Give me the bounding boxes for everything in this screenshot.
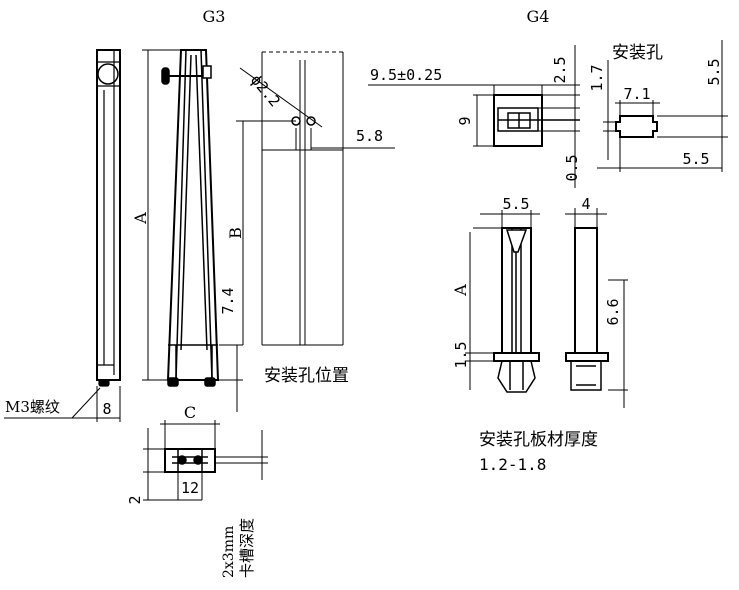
g4-hole-label: 安装孔: [612, 43, 663, 63]
g4-dim-0-5: 0.5: [563, 154, 581, 181]
g3-dim-5-8: 5.8: [356, 127, 383, 145]
g4-dim-7-1: 7.1: [623, 85, 650, 103]
g4-dim-a: A: [451, 284, 470, 297]
g3-dim-12: 12: [181, 479, 199, 497]
g4-dim-9: 9: [456, 116, 474, 125]
g3-slot-label-2: 卡槽深度: [238, 518, 256, 578]
g4-title: G4: [527, 7, 550, 26]
g3-dim-2: 2: [126, 495, 144, 504]
g3-dim-a-lines: [142, 49, 180, 381]
g4-mounting-hole: [615, 115, 658, 138]
g3-title: G3: [203, 7, 226, 26]
g3-hole-position-label: 安装孔位置: [264, 366, 349, 386]
g3-bottom-dims: [143, 420, 268, 501]
g3-dim-a: A: [131, 212, 150, 225]
g3-dim-b-lines: [219, 120, 296, 412]
g3-side-view: [96, 49, 121, 387]
g4-thickness-value: 1.2-1.8: [479, 455, 546, 474]
g3-dim-8-lines: [4, 386, 121, 422]
g3-dim-c: C: [184, 403, 196, 422]
g4-front-dims: [465, 210, 540, 390]
g4-dim-9-5: 9.5±0.25: [370, 66, 442, 84]
g4-dim-1-7: 1.7: [588, 64, 606, 91]
g4-dim-2-5: 2.5: [551, 56, 569, 83]
g3-dim-8: 8: [102, 400, 111, 418]
g4-dim-6-6: 6.6: [604, 298, 622, 325]
g3-thread-label: M3螺纹: [5, 398, 60, 416]
g4-dim-5-5-front: 5.5: [502, 195, 529, 213]
g4-dim-4: 4: [581, 195, 590, 213]
g3-front-view: [161, 49, 220, 387]
g4-thickness-label: 安装孔板材厚度: [479, 430, 598, 450]
g4-dim-5-5-horizontal: 5.5: [682, 150, 709, 168]
g4-dim-1-5: 1.5: [452, 341, 470, 368]
g3-bottom-view: [164, 448, 216, 473]
g3-dim-b: B: [226, 227, 245, 239]
g3-slot-label: 2x3mm: [221, 526, 237, 578]
g4-top-view-dims: [368, 45, 580, 188]
g3-dim-phi: ϕ2.2: [247, 71, 284, 110]
g3-hole-position-view: [239, 51, 395, 346]
g3-dim-7-4: 7.4: [219, 287, 237, 314]
g4-dim-5-5-vertical: 5.5: [705, 58, 723, 85]
g4-hole-dims: [597, 40, 728, 172]
g4-top-view: [493, 94, 580, 147]
g4-front-view: [493, 227, 540, 393]
g4-side-view: [565, 227, 609, 391]
g4-side-dims: [565, 208, 628, 408]
